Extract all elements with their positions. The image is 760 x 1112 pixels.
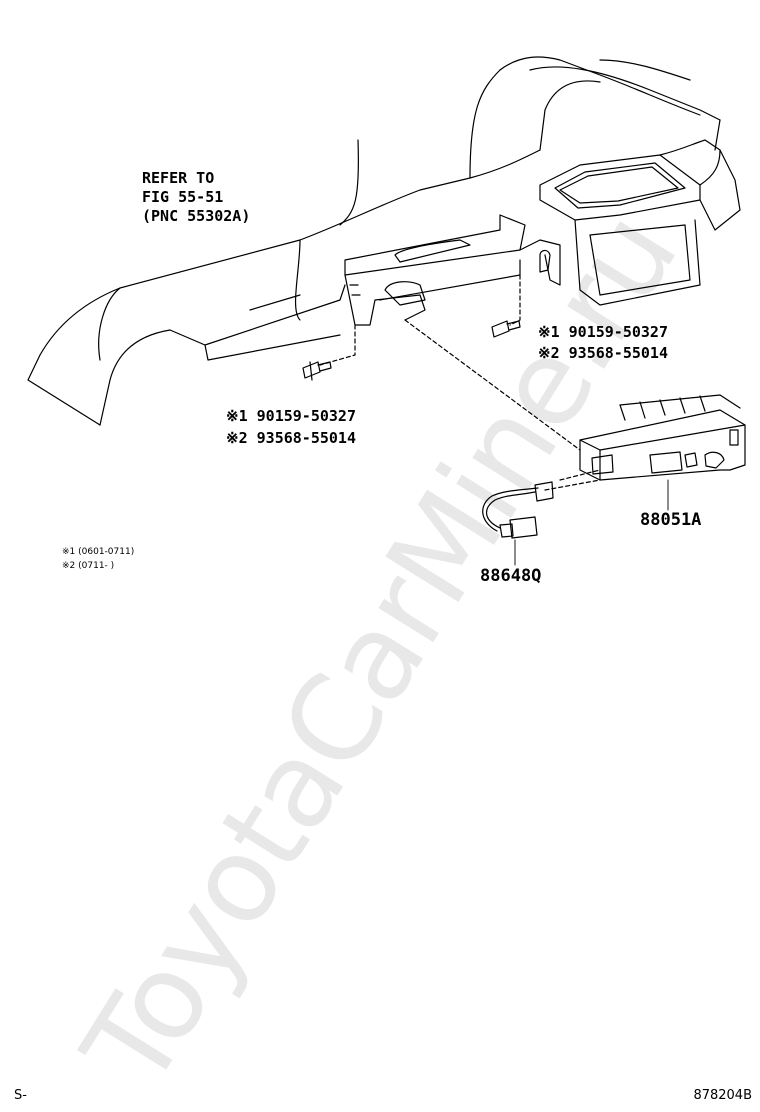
wire-harness — [482, 481, 554, 539]
mounting-bracket — [344, 214, 561, 326]
leader-lines — [319, 274, 601, 491]
rear-vent-outlet — [539, 59, 741, 306]
console-duct-body — [27, 56, 721, 426]
harness-part-number: 88648Q — [480, 566, 542, 586]
bolt-right-part1: ※1 90159-50327 — [538, 323, 668, 341]
bolt-left-part2: ※2 93568-55014 — [226, 429, 356, 447]
note-1: ※1 (0601-0711) — [62, 547, 135, 557]
bolt-right — [491, 320, 521, 338]
control-module — [579, 394, 746, 481]
refer-label-line2: FIG 55-51 — [142, 188, 224, 206]
bolt-left — [302, 361, 332, 381]
footer-left-code: S- — [14, 1088, 27, 1103]
footer-figure-number: 878204B — [693, 1088, 752, 1103]
callout-lines — [514, 479, 669, 566]
module-part-number: 88051A — [640, 510, 702, 530]
bolt-left-part1: ※1 90159-50327 — [226, 407, 356, 425]
refer-label-line3: (PNC 55302A) — [142, 207, 251, 225]
bolt-right-part2: ※2 93568-55014 — [538, 344, 668, 362]
refer-label-line1: REFER TO — [142, 169, 215, 187]
note-2: ※2 (0711- ) — [62, 561, 115, 571]
